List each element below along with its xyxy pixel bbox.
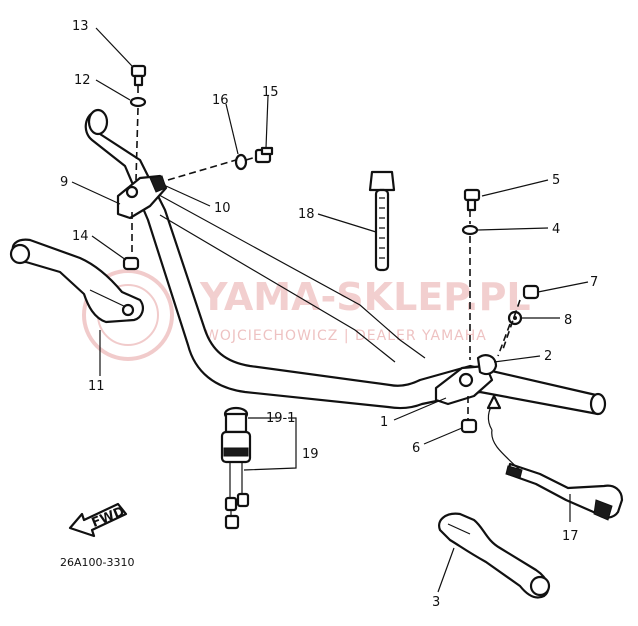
callout-19-1: 19-1 (266, 411, 296, 426)
callout-18: 18 (298, 207, 315, 222)
bolt-13 (130, 64, 147, 78)
screw-7 (522, 284, 540, 300)
assembly-lines (131, 86, 521, 420)
switch-17 (486, 394, 624, 521)
nut-14 (122, 256, 140, 271)
right-lever-holder (434, 354, 498, 406)
callout-4: 4 (552, 222, 560, 237)
callout-1: 1 (380, 415, 388, 430)
callout-11: 11 (88, 379, 105, 394)
callout-8: 8 (564, 313, 572, 328)
washer-4 (461, 224, 479, 236)
callout-16: 16 (212, 93, 229, 108)
watermark-brand: YAMA-SKLEP.PL (199, 275, 531, 319)
callout-3: 3 (432, 595, 440, 610)
watermark-sub: WOJCIECHOWICZ | DEALER YAMAHA (205, 328, 487, 344)
callout-10: 10 (214, 201, 231, 216)
callout-6: 6 (412, 441, 420, 456)
washer-16 (234, 153, 248, 171)
handlebar (84, 108, 607, 416)
switch-19 (220, 406, 252, 530)
fwd-arrow: FWD (68, 502, 128, 538)
right-lever-3 (438, 512, 551, 599)
left-lever-11 (9, 238, 144, 324)
callout-9: 9 (60, 175, 68, 190)
hardware (122, 64, 540, 434)
callout-14: 14 (72, 229, 89, 244)
watermark-logo-ring (82, 269, 174, 361)
callout-2: 2 (544, 349, 552, 364)
diagram-code: 26A100-3310 (60, 556, 134, 569)
leader-lines (71, 27, 589, 593)
callout-13: 13 (72, 19, 89, 34)
callout-5: 5 (552, 173, 560, 188)
nut-6 (460, 418, 478, 434)
bolt-5 (463, 188, 481, 202)
callout-15: 15 (262, 85, 279, 100)
watermark: YAMA-SKLEP.PL WOJCIECHOWICZ | DEALER YAM… (82, 269, 531, 361)
cable-tie-18 (368, 170, 396, 272)
washer-12 (129, 96, 147, 108)
left-lever-holder (116, 174, 168, 220)
callout-labels: 13 12 16 15 9 10 14 18 5 4 7 8 2 11 1 6 … (60, 19, 598, 610)
callout-12: 12 (74, 73, 91, 88)
callout-7: 7 (590, 275, 598, 290)
callout-17: 17 (562, 529, 579, 544)
callout-19: 19 (302, 447, 319, 462)
